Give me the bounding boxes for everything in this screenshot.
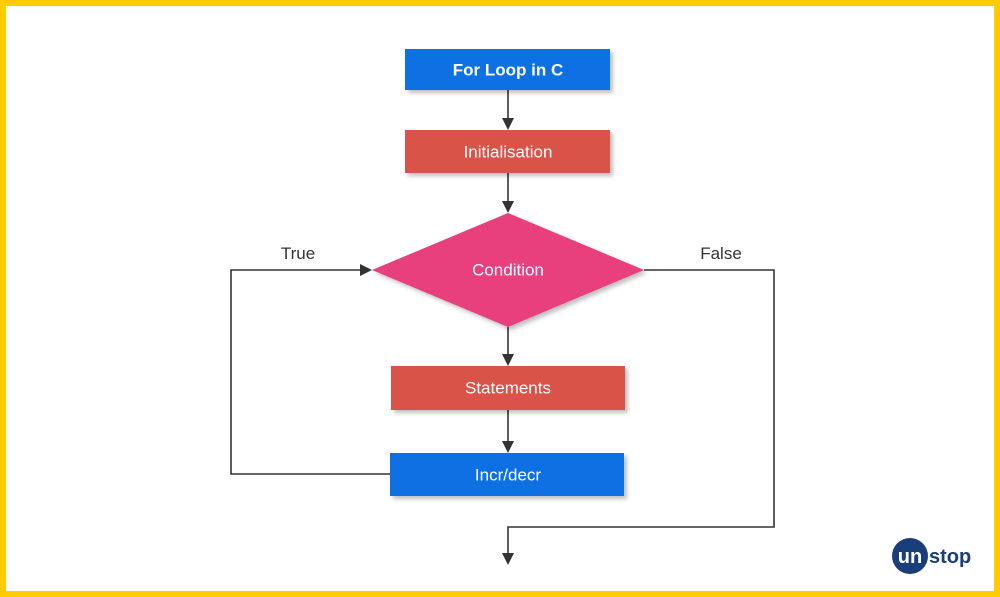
statements-node: Statements [391,366,625,410]
title-label: For Loop in C [453,61,563,80]
condition-node: Condition [372,213,644,327]
arrow-incr-loop-back [230,264,390,475]
condition-label: Condition [472,261,544,280]
unstop-logo: un stop [892,538,971,574]
incr-label: Incr/decr [475,466,541,485]
logo-prefix: un [898,546,922,568]
incr-node: Incr/decr [390,453,624,496]
init-label: Initialisation [464,143,553,162]
arrow-false-exit [502,269,775,565]
init-node: Initialisation [405,130,610,173]
logo-suffix: stop [929,546,971,568]
statements-label: Statements [465,379,551,398]
true-label: True [281,244,315,263]
false-label: False [700,244,742,263]
title-node: For Loop in C [405,49,610,90]
